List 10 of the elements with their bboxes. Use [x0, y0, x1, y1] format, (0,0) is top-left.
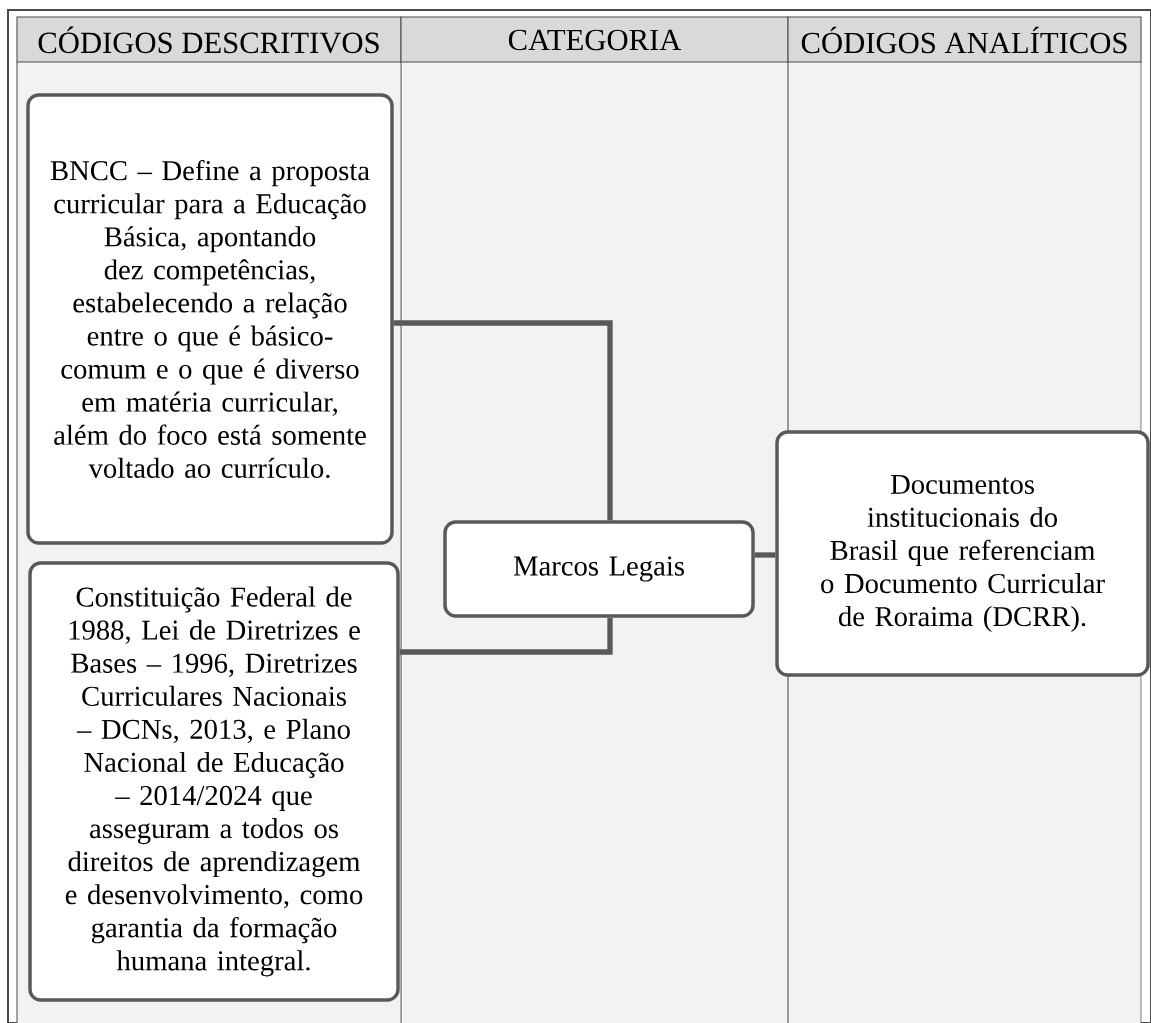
- text-box: Constituição Federal de 1988, Lei de Diretrizes e Bases – 1996, Diretrizes Curriculares Nacionais – DCNs, 2013, e Plano Nacional de Educação – 2014/2024 que asseguram a todos os direitos de aprendizagem e desenvolvimento, como garantia da formação humana integral.: [28, 561, 400, 1002]
- header-cell: CÓDIGOS DESCRITIVOS: [16, 16, 402, 63]
- text-box: BNCC – Define a proposta curricular para a Educação Básica, apontando dez competências, estabelecendo a relação entre o que é básico-comum e o que é diverso em matéria curricular, além do foco está somente voltado ao currículo.: [26, 93, 394, 545]
- header-cell: CATEGORIA: [400, 16, 789, 63]
- text-box: Documentos institucionais do Brasil que referenciam o Documento Curricular de Roraima (DCRR).: [775, 430, 1150, 677]
- connector-line: [393, 320, 613, 521]
- header-cell: CÓDIGOS ANALÍTICOS: [787, 16, 1142, 63]
- text-box: Marcos Legais: [443, 520, 755, 618]
- connector-line: [754, 552, 776, 558]
- connector-line: [399, 617, 613, 655]
